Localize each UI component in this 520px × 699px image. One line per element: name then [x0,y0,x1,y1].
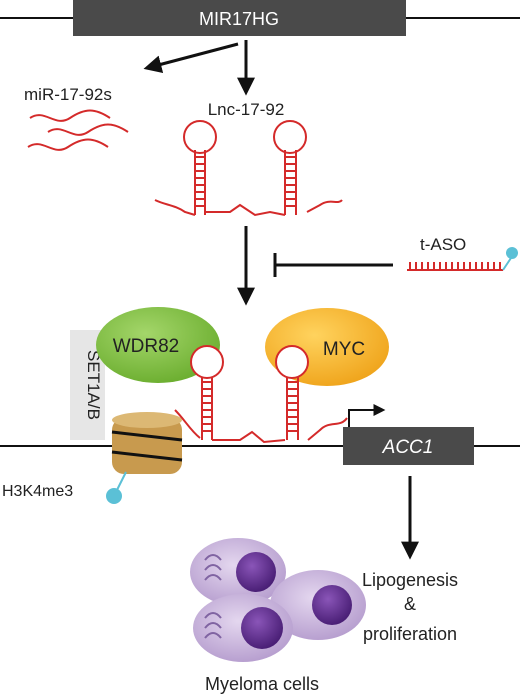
h3k4-tail [115,471,127,493]
lnc-label: Lnc-17-92 [208,100,285,119]
myeloma-cells [190,538,366,662]
arrow-to-mirna [143,42,239,74]
acc1-label: ACC1 [382,437,434,458]
acc1-gene-box [343,427,474,465]
hairpin-1-loop [183,120,217,154]
wdr82-protein [96,307,220,383]
h3k4-label: H3K4me3 [2,483,73,500]
bound-hairpin-rungs [202,381,298,432]
lnc-rna-structure [154,120,343,217]
hairpin-rungs [195,156,296,207]
lnc-middle [205,203,286,217]
mirna-strands [27,109,129,151]
aso-conjugate-dot [506,247,518,259]
mirna-strand [47,123,129,136]
lnc-rna-bound [174,345,348,444]
bound-tail-right [307,417,348,441]
wdr82-label: WDR82 [113,336,180,357]
aso-label: t-ASO [420,235,466,254]
myc-label: MYC [323,339,365,360]
cell-top-nucleus [236,552,276,592]
aso-linker [502,257,512,271]
mirna-strand [29,109,111,122]
mir17hg-label: MIR17HG [199,9,279,29]
set1-label: SET1A/B [84,350,103,420]
outcome-line-3: proliferation [363,624,457,644]
aso-oligo [407,262,503,271]
mirna-strand [27,138,109,151]
h3k4-mark [106,488,122,504]
cells-label: Myeloma cells [205,674,319,694]
lnc-tail-right [306,199,343,213]
outcome-line-1: Lipogenesis [362,570,458,590]
bound-middle [212,430,286,444]
cell-bottom-nucleus [241,607,283,649]
bound-hairpin-1-loop [190,345,224,379]
bound-tail-left [174,409,201,439]
lnc-tail-left [154,199,196,216]
outcome-line-2: & [404,594,416,614]
tss-arrow [348,404,386,427]
cell-right-nucleus [312,585,352,625]
hairpin-2-loop [273,120,307,154]
mirna-label: miR-17-92s [24,85,112,104]
mir17hg-gene-box [73,0,406,36]
bound-hairpin-2-loop [275,345,309,379]
nucleosome [111,412,183,474]
